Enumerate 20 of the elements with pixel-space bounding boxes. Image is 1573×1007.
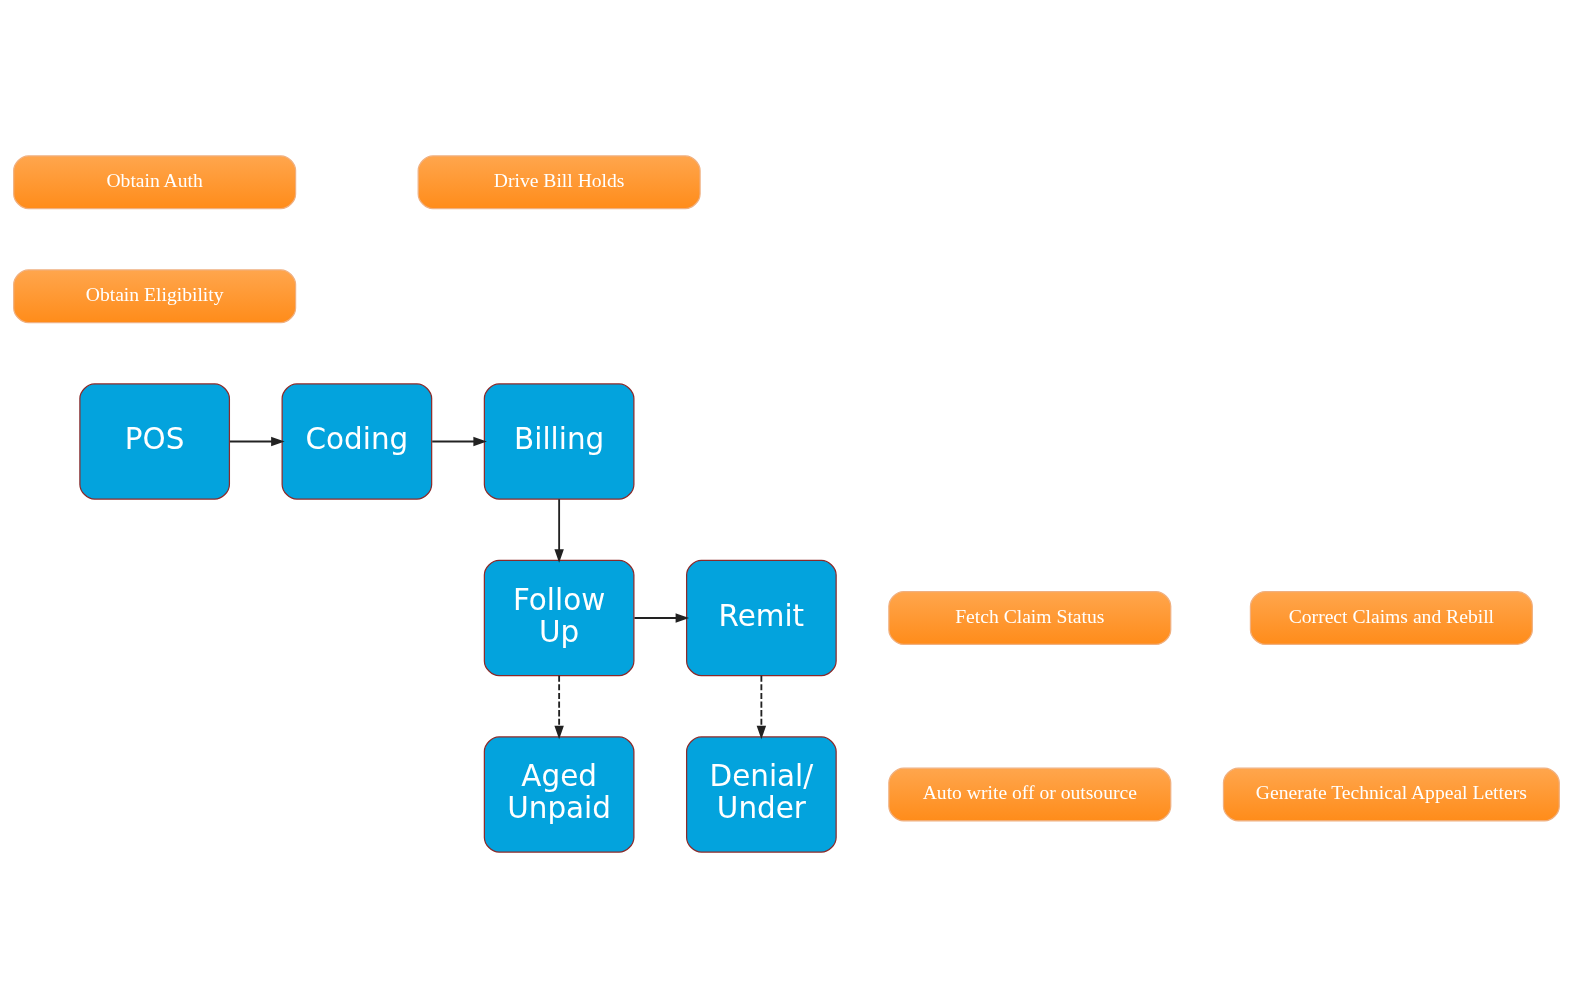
node-box: Fetch Claim Status xyxy=(888,590,1172,645)
arrow xyxy=(229,436,285,446)
node-box: Aged Unpaid xyxy=(483,735,635,853)
arrow xyxy=(554,674,564,739)
node-box: Obtain Auth xyxy=(13,154,297,209)
node-box: Coding xyxy=(281,382,433,500)
arrow xyxy=(633,612,690,623)
node-box: POS xyxy=(79,382,231,500)
node-box: Drive Bill Holds xyxy=(417,154,701,209)
node-box: Correct Claims and Rebill xyxy=(1249,590,1533,645)
node-box: Auto write off or outsource xyxy=(888,767,1172,821)
arrow xyxy=(431,436,487,446)
node-box: Follow Up xyxy=(483,559,635,676)
arrow xyxy=(554,497,564,563)
node-box: Generate Technical Appeal Letters xyxy=(1222,767,1560,821)
node-box: Obtain Eligibility xyxy=(13,268,297,323)
node-box: Denial/ Under xyxy=(686,735,837,853)
node-box: Remit xyxy=(686,559,837,676)
node-box: Billing xyxy=(483,382,635,500)
arrow xyxy=(756,674,767,739)
